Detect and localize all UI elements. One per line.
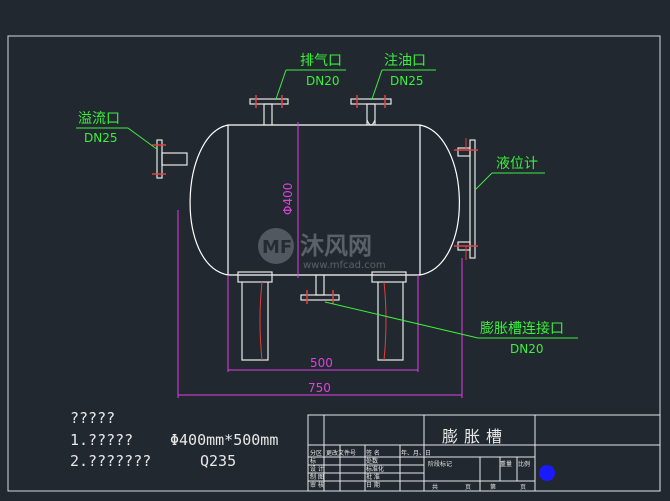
oil-inlet-size-label: DN25 [390,74,424,88]
tb-footer-3: 页 [520,484,526,491]
tb-row-mid-1: 标准化 [366,465,384,473]
note-2-label: 2.??????? [70,452,151,470]
title-block-row-labels: 标 设 计 制 图 审 核 处数 标准化 批 准 日 期 [310,457,384,489]
tb-header-4: 阶段标记 [428,460,452,468]
tb-row-mid-3: 日 期 [366,481,380,489]
tb-header-3: 年、月、日 [401,449,431,457]
title-block [307,414,661,492]
title-block-header-cells: 分区 更改文件号 签 名 年、月、日 阶段标记 重量 比例 [310,449,530,468]
technical-notes: ????? 1.????? Φ400mm*500mm 2.??????? Q23… [70,409,278,470]
tb-row-left-1: 设 计 [310,465,324,473]
tb-header-5: 重量 [500,460,512,468]
watermark-logo: MF 沐风网 www.mfcad.com [258,228,386,271]
vent-nozzle [249,95,289,126]
expansion-connection-label: 膨胀槽连接口 [480,320,564,337]
watermark-brand: 沐风网 [300,232,372,260]
tb-row-mid-2: 批 准 [366,473,380,481]
tb-row-mid-0: 处数 [366,457,378,465]
right-saddle-support [371,271,407,361]
tb-footer-1: 页 [465,484,471,491]
level-gauge-label: 液位计 [496,156,538,172]
dim-500-label: 500 [310,356,333,370]
dim-750-label: 750 [308,381,331,395]
overflow-size-label: DN25 [84,131,118,145]
tb-header-2: 签 名 [366,449,380,457]
oil-inlet-label: 注油口 [384,53,426,69]
overflow-nozzle [152,139,188,179]
watermark-url: www.mfcad.com [303,260,386,271]
tb-footer-2: 第 [490,483,496,491]
tb-header-1: 更改文件号 [326,449,356,457]
tb-header-0: 分区 [310,449,322,457]
tb-footer-0: 共 [432,483,438,491]
tb-row-left-3: 审 核 [310,481,324,489]
notes-heading: ????? [70,409,115,427]
level-gauge [454,138,478,260]
svg-text:MF: MF [262,237,292,258]
oil-inlet-nozzle [350,95,392,126]
note-2-value: Q235 [200,452,236,470]
note-1-value: Φ400mm*500mm [170,431,278,449]
tb-row-left-2: 制 图 [310,473,324,481]
dimension-750 [177,210,463,398]
drawing-title: 膨胀槽 [442,427,508,446]
note-1-label: 1.????? [70,431,133,449]
diameter-label: Φ400 [281,183,295,215]
blue-dot-marker [539,465,555,481]
title-block-footer: 共 页 第 页 [432,483,526,491]
vent-size-label: DN20 [306,74,340,88]
expansion-connection-size-label: DN20 [510,342,544,356]
vessel-body [189,124,460,276]
tb-row-left-0: 标 [310,457,316,465]
left-saddle-support [237,271,273,361]
vent-label: 排气口 [300,53,342,69]
tb-header-6: 比例 [518,460,530,468]
overflow-label: 溢流口 [78,111,120,127]
leader-lines [76,69,578,339]
expansion-connection-nozzle [300,274,340,304]
